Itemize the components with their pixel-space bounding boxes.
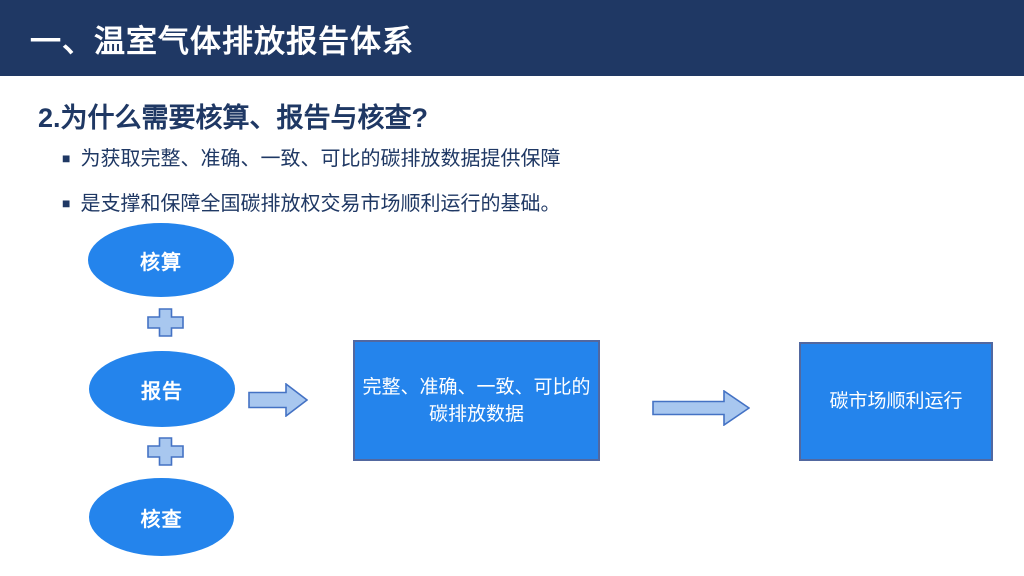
square-bullet-icon: ■ — [62, 195, 71, 211]
section-subtitle: 2.为什么需要核算、报告与核查? — [38, 103, 429, 133]
plus-icon — [147, 437, 184, 471]
market-box-label: 碳市场顺利运行 — [829, 391, 963, 412]
ellipse-label: 报告 — [141, 380, 183, 403]
data-box-line: 碳排放数据 — [428, 403, 524, 425]
ellipse-verification: 核查 — [89, 478, 234, 556]
bullet-list: ■ 为获取完整、准确、一致、可比的碳排放数据提供保障 ■ 是支撑和保障全国碳排放… — [62, 142, 560, 232]
market-box: 碳市场顺利运行 — [799, 342, 993, 461]
ellipse-accounting: 核算 — [88, 223, 234, 297]
ellipse-reporting: 报告 — [89, 351, 235, 427]
list-item: ■ 为获取完整、准确、一致、可比的碳排放数据提供保障 — [62, 142, 560, 171]
bullet-text: 为获取完整、准确、一致、可比的碳排放数据提供保障 — [80, 148, 561, 170]
slide-header-bar: 一、温室气体排放报告体系 — [0, 0, 1024, 76]
arrow-right-icon — [248, 382, 309, 422]
bullet-text: 是支撑和保障全国碳排放权交易市场顺利运行的基础。 — [80, 193, 561, 215]
data-box-line: 完整、准确、一致、可比的 — [362, 376, 591, 398]
plus-icon — [147, 308, 184, 342]
ellipse-label: 核查 — [140, 508, 183, 531]
list-item: ■ 是支撑和保障全国碳排放权交易市场顺利运行的基础。 — [62, 187, 560, 216]
arrow-right-icon — [652, 389, 751, 431]
square-bullet-icon: ■ — [62, 150, 71, 166]
slide-title: 一、温室气体排放报告体系 — [30, 23, 414, 59]
data-box: 完整、准确、一致、可比的 碳排放数据 — [353, 340, 600, 461]
ellipse-label: 核算 — [140, 251, 182, 274]
